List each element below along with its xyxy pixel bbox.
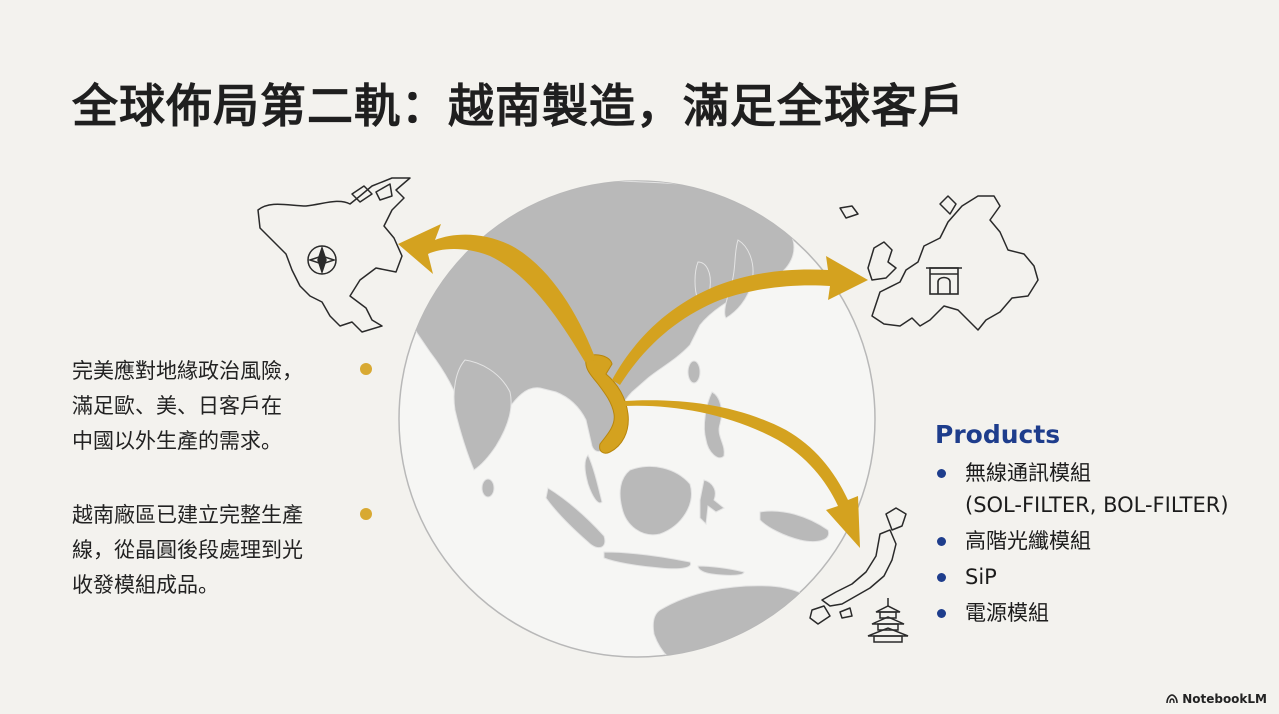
page-title: 全球佈局第二軌：越南製造，滿足全球客戶 xyxy=(72,79,965,133)
note-dot xyxy=(360,363,372,375)
arrow-to-north-america xyxy=(398,224,596,362)
note-line: 中國以外生產的需求。 xyxy=(72,429,282,453)
products-heading: Products xyxy=(935,420,1061,449)
note-line: 越南廠區已建立完整生產 xyxy=(72,503,303,527)
compass-icon xyxy=(307,245,337,275)
europe-outline xyxy=(839,195,1039,331)
product-label: SiP xyxy=(965,565,997,589)
pagoda-icon xyxy=(867,598,909,643)
note-line: 完美應對地緣政治風險， xyxy=(72,359,303,383)
note-line: 收發模組成品。 xyxy=(72,573,219,597)
india-landmass xyxy=(453,359,512,471)
bullet-icon xyxy=(937,537,946,546)
note-line: 線，從晶圓後段處理到光 xyxy=(72,538,303,562)
bullet-icon xyxy=(937,609,946,618)
product-label: 高階光纖模組 xyxy=(965,529,1091,553)
arch-landmark-icon xyxy=(926,267,962,295)
bullet-icon xyxy=(937,469,946,478)
product-label: 電源模組 xyxy=(965,601,1049,625)
product-label: 無線通訊模組 xyxy=(965,461,1091,485)
north-america-outline xyxy=(257,177,411,333)
products-list: 無線通訊模組 (SOL-FILTER, BOL-FILTER) 高階光纖模組 S… xyxy=(935,457,1229,629)
product-item-fiber: 高階光纖模組 xyxy=(935,525,1229,557)
japan-outline xyxy=(809,507,907,625)
note-line: 滿足歐、美、日客戶在 xyxy=(72,394,282,418)
note-geopolitics: 完美應對地緣政治風險， 滿足歐、美、日客戶在 中國以外生產的需求。 xyxy=(72,354,303,459)
globe xyxy=(398,180,876,658)
bullet-icon xyxy=(937,573,946,582)
notebooklm-logo-icon xyxy=(1166,694,1178,704)
note-dot xyxy=(360,508,372,520)
vietnam-highlight xyxy=(585,354,629,454)
arrow-to-europe xyxy=(612,256,868,385)
brand-label: NotebookLM xyxy=(1182,692,1267,706)
product-item-power: 電源模組 xyxy=(935,597,1229,629)
route-arrows xyxy=(398,224,868,548)
product-item-sip: SiP xyxy=(935,561,1229,593)
note-production-line: 越南廠區已建立完整生產 線，從晶圓後段處理到光 收發模組成品。 xyxy=(72,498,303,603)
brand-watermark: NotebookLM xyxy=(1166,692,1267,706)
product-item-wireless: 無線通訊模組 (SOL-FILTER, BOL-FILTER) xyxy=(935,457,1229,521)
product-sublabel: (SOL-FILTER, BOL-FILTER) xyxy=(965,493,1229,517)
products-panel: Products 無線通訊模組 (SOL-FILTER, BOL-FILTER)… xyxy=(935,420,1229,633)
